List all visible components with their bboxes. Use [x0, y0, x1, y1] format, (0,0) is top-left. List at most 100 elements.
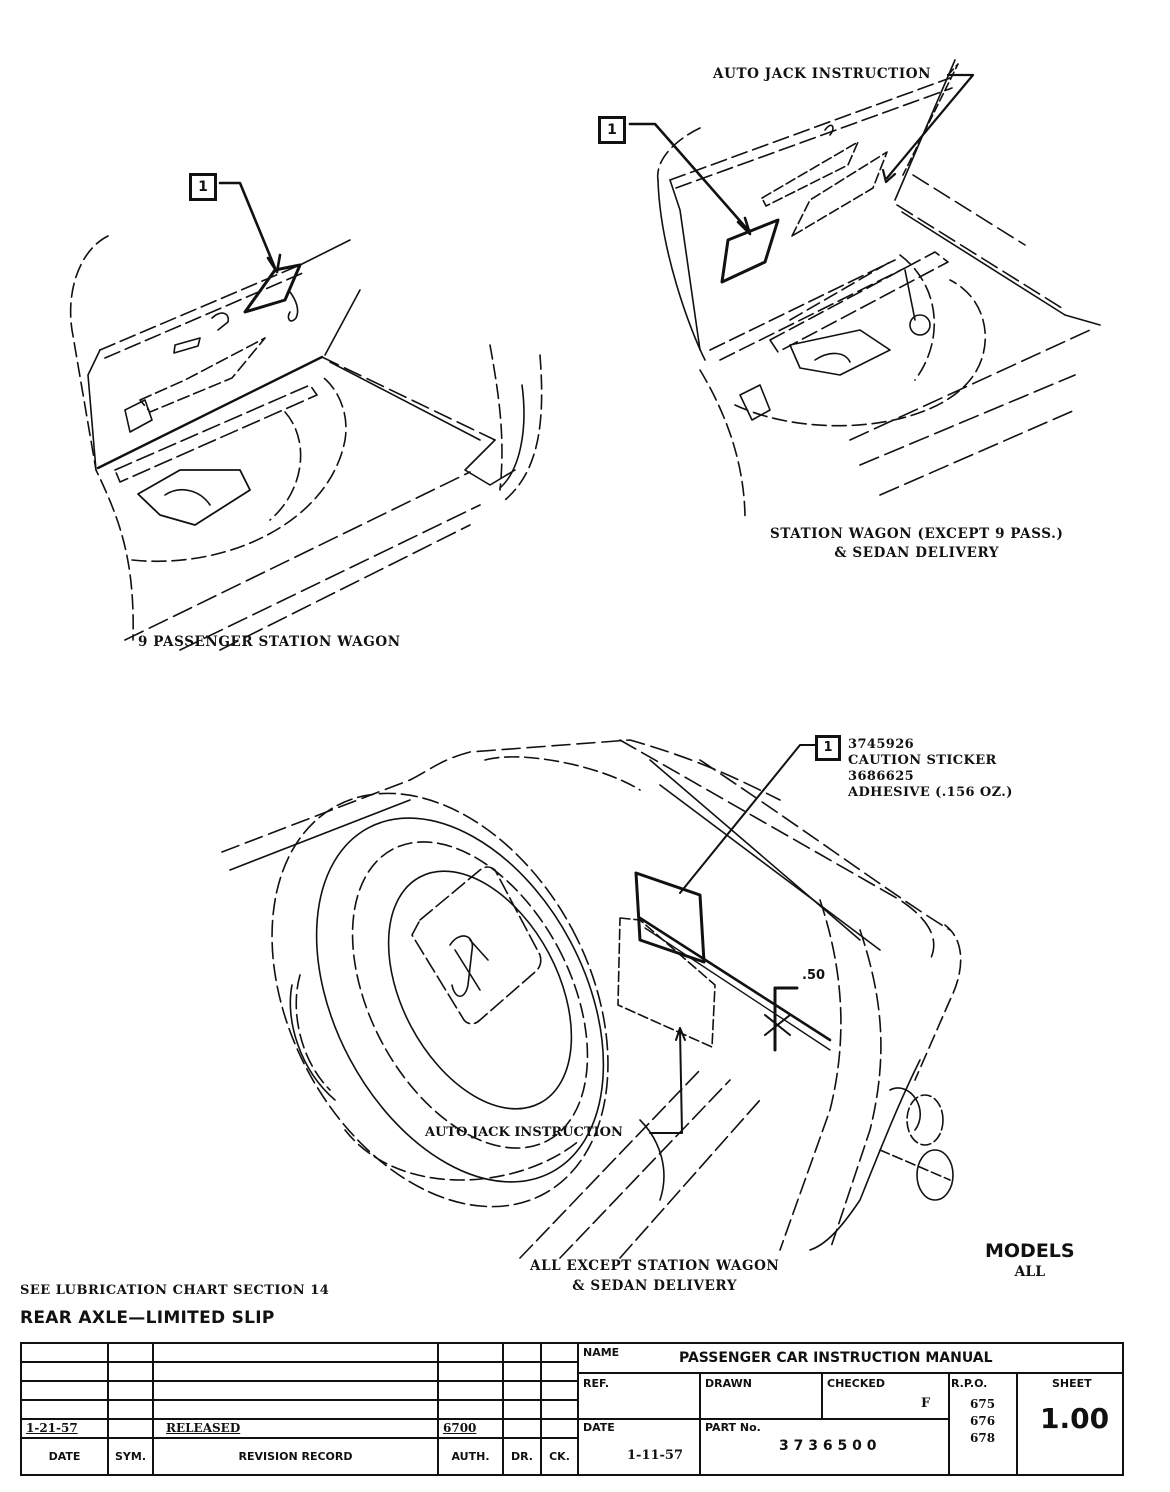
- revision-cell-auth: [439, 1344, 504, 1363]
- revision-cell-ck: [542, 1382, 577, 1401]
- revision-cell-record: [154, 1401, 439, 1420]
- title-block: NAME PASSENGER CAR INSTRUCTION MANUAL RE…: [577, 1342, 1124, 1476]
- part-cell: PART No. 3 7 3 6 5 0 0: [701, 1418, 950, 1474]
- rpo-value: 678: [970, 1431, 996, 1445]
- checked-label: CHECKED: [827, 1377, 886, 1390]
- date-value: 1-11-57: [627, 1448, 684, 1463]
- revision-cell-ck: [542, 1344, 577, 1363]
- models-label: MODELS: [985, 1240, 1075, 1262]
- part-name-adhesive: ADHESIVE (.156 OZ.): [848, 785, 1013, 800]
- caption-9-passenger-wagon: 9 PASSENGER STATION WAGON: [138, 634, 401, 650]
- revision-cell-record: [154, 1363, 439, 1382]
- revision-cell-auth: [439, 1363, 504, 1382]
- label-auto-jack-instruction-top: AUTO JACK INSTRUCTION: [713, 66, 932, 82]
- revision-header-label: CK.: [549, 1450, 570, 1463]
- revision-header-label: DATE: [48, 1450, 81, 1463]
- rpo-value: 676: [970, 1414, 996, 1428]
- revision-header-label: SYM.: [114, 1450, 146, 1463]
- revision-cell-date: [22, 1401, 109, 1420]
- rpo-value: 675: [970, 1397, 996, 1411]
- revision-cell-date: [22, 1382, 109, 1401]
- name-row: NAME PASSENGER CAR INSTRUCTION MANUAL: [579, 1344, 1122, 1374]
- caption-station-wagon: STATION WAGON (EXCEPT 9 PASS.) & SEDAN D…: [770, 525, 1063, 563]
- revision-header-label: REVISION RECORD: [238, 1450, 353, 1463]
- drawn-cell: DRAWN: [701, 1374, 823, 1420]
- revision-header-sym: SYM.: [109, 1439, 154, 1474]
- name-label: NAME: [583, 1346, 620, 1359]
- revision-header-ck: CK.: [542, 1439, 577, 1474]
- revision-cell-dr: [504, 1420, 542, 1439]
- revision-cell-auth: [439, 1382, 504, 1401]
- revision-cell-sym: [109, 1401, 154, 1420]
- part-value: 3 7 3 6 5 0 0: [779, 1438, 877, 1454]
- revision-cell-record: RELEASED: [154, 1420, 439, 1439]
- callout-number: 1: [823, 740, 833, 755]
- rpo-cell: R.P.O. 675 676 678: [948, 1374, 1018, 1474]
- revision-header-label: DR.: [511, 1450, 533, 1463]
- revision-header-label: AUTH.: [451, 1450, 490, 1463]
- revision-cell-dr: [504, 1344, 542, 1363]
- drawing-station-wagon: [628, 59, 1101, 521]
- part-number-sticker: 3745926: [848, 737, 915, 752]
- ref-label: REF.: [583, 1377, 610, 1390]
- revision-cell-sym: [109, 1344, 154, 1363]
- lubrication-note: SEE LUBRICATION CHART SECTION 14: [20, 1283, 330, 1298]
- revision-header-record: REVISION RECORD: [154, 1439, 439, 1474]
- part-callout-text: 3745926 CAUTION STICKER 3686625 ADHESIVE…: [848, 737, 1013, 801]
- dimension-label: .50: [802, 968, 826, 983]
- revision-cell-sym: [109, 1363, 154, 1382]
- revision-cell-date: [22, 1363, 109, 1382]
- callout-number: 1: [198, 179, 208, 195]
- checked-cell: CHECKED F: [823, 1374, 950, 1420]
- rpo-label: R.P.O.: [951, 1377, 988, 1390]
- revision-header-auth: AUTH.: [439, 1439, 504, 1474]
- caption-line-1: ALL EXCEPT STATION WAGON: [530, 1258, 780, 1274]
- revision-cell-sym: [109, 1382, 154, 1401]
- revision-cell-ck: [542, 1420, 577, 1439]
- sheet-cell: SHEET 1.00: [1018, 1374, 1122, 1474]
- callout-box-1-top-left: 1: [189, 173, 217, 201]
- date-cell: DATE 1-11-57: [579, 1418, 701, 1474]
- revision-cell-dr: [504, 1401, 542, 1420]
- ref-cell: REF.: [579, 1374, 701, 1420]
- models-block: MODELS ALL: [985, 1240, 1075, 1280]
- name-value: PASSENGER CAR INSTRUCTION MANUAL: [679, 1350, 993, 1366]
- revision-cell-ck: [542, 1363, 577, 1382]
- sheet-label: SHEET: [1052, 1377, 1092, 1390]
- rpo-values: 675 676 678: [970, 1396, 995, 1447]
- revision-header-dr: DR.: [504, 1439, 542, 1474]
- revision-cell-dr: [504, 1363, 542, 1382]
- drawing-sedan-trunk: [221, 739, 962, 1259]
- revision-cell-ck: [542, 1401, 577, 1420]
- revision-value: 6700: [443, 1421, 477, 1435]
- revision-cell-sym: [109, 1420, 154, 1439]
- caption-line-1: STATION WAGON (EXCEPT 9 PASS.): [770, 526, 1064, 542]
- section-title: REAR AXLE—LIMITED SLIP: [20, 1308, 275, 1328]
- revision-cell-auth: [439, 1401, 504, 1420]
- part-name-sticker: CAUTION STICKER: [848, 753, 997, 768]
- label-auto-jack-instruction-bottom: AUTO JACK INSTRUCTION: [425, 1125, 623, 1140]
- callout-box-1-top-right: 1: [598, 116, 626, 144]
- part-label: PART No.: [705, 1421, 761, 1434]
- caption-all-except-wagon: ALL EXCEPT STATION WAGON & SEDAN DELIVER…: [530, 1256, 779, 1296]
- revision-cell-record: [154, 1344, 439, 1363]
- callout-box-1-bottom: 1: [815, 735, 841, 761]
- date-label: DATE: [583, 1421, 615, 1434]
- revision-cell-dr: [504, 1382, 542, 1401]
- caption-line-2: & SEDAN DELIVERY: [834, 545, 1000, 561]
- caption-line-2: & SEDAN DELIVERY: [572, 1278, 738, 1294]
- revision-value: 1-21-57: [26, 1421, 78, 1435]
- revision-cell-auth: 6700: [439, 1420, 504, 1439]
- revision-value: RELEASED: [166, 1421, 241, 1435]
- drawn-label: DRAWN: [705, 1377, 752, 1390]
- sheet-value: 1.00: [1040, 1402, 1110, 1435]
- models-value: ALL: [1014, 1264, 1046, 1280]
- checked-value: F: [921, 1396, 931, 1411]
- part-number-adhesive: 3686625: [848, 769, 915, 784]
- revision-cell-record: [154, 1382, 439, 1401]
- revision-header-date: DATE: [22, 1439, 109, 1474]
- revision-cell-date: 1-21-57: [22, 1420, 109, 1439]
- callout-number: 1: [607, 122, 617, 138]
